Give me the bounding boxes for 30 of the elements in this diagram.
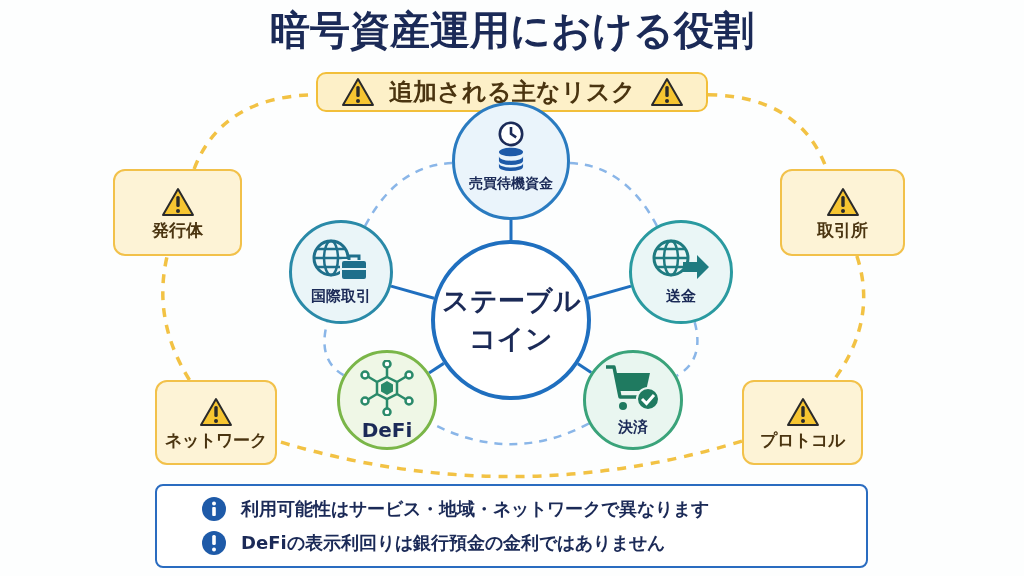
node-label: 送金: [666, 286, 696, 306]
risk-box: [780, 169, 905, 256]
node-label: 国際取引: [311, 286, 371, 306]
risk-label: プロトコル: [760, 430, 845, 449]
connector-line: [390, 284, 435, 300]
risk-box: [155, 380, 277, 465]
dashed-connector: [569, 161, 658, 227]
dashed-connector: [364, 161, 453, 227]
dashed-connector: [832, 255, 866, 381]
risk-label: 発行体: [152, 220, 203, 239]
banner-heading: 追加される主なリスク: [388, 77, 636, 107]
risk-label: ネットワーク: [165, 430, 267, 449]
title: 暗号資産運用における役割: [270, 6, 754, 55]
note-box: [155, 484, 868, 568]
connector-line: [509, 220, 513, 240]
center-label: ステーブルコイン: [441, 284, 581, 356]
risk-box: [113, 169, 242, 256]
node-label: 売買待機資金: [469, 174, 553, 193]
dashed-connector: [676, 321, 699, 377]
connector-line: [428, 362, 445, 375]
connector-line: [587, 284, 632, 300]
node-label: DeFi: [361, 420, 413, 440]
note-text: 利用可能性はサービス・地域・ネットワークで異なります: [241, 500, 709, 518]
risk-banner: [316, 72, 708, 112]
note-text: DeFiの表示利回りは銀行預金の金利ではありません: [241, 534, 665, 552]
connector-line: [577, 362, 592, 374]
risk-label: 取引所: [817, 220, 868, 239]
node-label: 決済: [618, 417, 648, 437]
dashed-connector: [161, 255, 191, 381]
risk-box: [742, 380, 863, 465]
